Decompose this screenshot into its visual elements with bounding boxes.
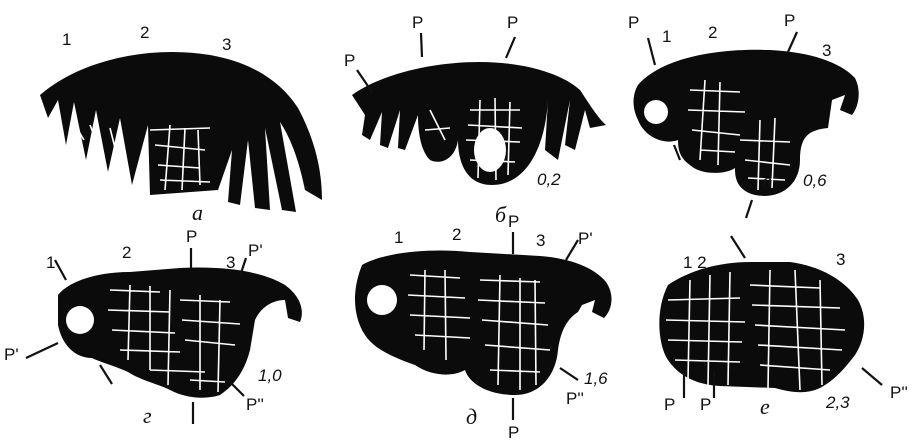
panel-e-label-5: P'' [890, 383, 908, 402]
panel-b: P P P б 0,2 [344, 13, 606, 227]
panel-g-tick-5 [100, 365, 112, 384]
panel-e-value: 2,3 [825, 393, 850, 412]
panel-b-letter: б [495, 202, 507, 227]
panel-d-tick-3 [560, 368, 578, 380]
panel-b-tick-2 [421, 33, 422, 57]
panel-a: 1 2 3 а [40, 23, 322, 225]
panel-v-label-1: P [628, 13, 639, 32]
panel-b-tick-3 [506, 37, 515, 58]
panel-d-value: 1,6 [584, 369, 608, 388]
panel-v-value: 0,6 [803, 171, 827, 190]
panel-v-tick-2 [788, 32, 797, 52]
panel-v-label-4: P [784, 11, 795, 30]
panel-g-label-4: 3 [226, 253, 235, 272]
panel-b-value: 0,2 [537, 170, 561, 189]
panel-d-label-2: 2 [452, 225, 461, 244]
panel-e-tick-1 [731, 236, 745, 258]
panel-g-label-5: P' [248, 241, 263, 260]
panel-d-label-5: P' [578, 229, 593, 248]
panel-e: 1 2 3 P P P'' е 2,3 [659, 236, 908, 419]
panel-b-label-2: P [412, 13, 423, 32]
panel-g-label-6: P' [4, 345, 19, 364]
panel-d-label-4: 3 [536, 231, 545, 250]
panel-g-tick-7 [228, 380, 244, 396]
panel-g-label-2: 2 [122, 243, 131, 262]
panel-d-letter: д [466, 404, 477, 429]
panel-a-letter: а [192, 200, 203, 225]
panel-v-letter: в [762, 168, 772, 193]
panel-v-tick-4 [746, 200, 752, 218]
panel-e-label-2: 3 [836, 250, 845, 269]
panel-g: 1 2 P 3 P' P' P'' г 1,0 [4, 227, 302, 428]
panel-e-label-1: 1 2 [683, 253, 707, 272]
panel-e-label-3: P [664, 395, 675, 414]
panel-g-value: 1,0 [258, 366, 282, 385]
panel-v-label-2: 1 [662, 27, 671, 46]
panel-d: 1 2 P 3 P' P'' P д 1,6 [355, 212, 612, 442]
panel-v: P 1 2 P 3 в 0,6 [628, 11, 859, 218]
panel-a-shape [40, 52, 322, 212]
panel-d-tick-2 [566, 240, 578, 260]
panel-d-label-3: P [508, 212, 519, 231]
panel-v-tick-1 [648, 38, 655, 65]
panel-v-label-5: 3 [822, 41, 831, 60]
panel-d-label-1: 1 [394, 228, 403, 247]
panel-d-label-7: P [508, 423, 519, 442]
panel-g-letter: г [143, 403, 152, 428]
panel-g-label-7: P'' [246, 395, 264, 414]
panel-b-label-1: P [344, 51, 355, 70]
panel-a-label-2: 2 [140, 23, 149, 42]
panel-d-label-6: P'' [566, 389, 584, 408]
panel-d-shape [355, 251, 612, 395]
panel-e-letter: е [760, 394, 770, 419]
panel-v-label-3: 2 [708, 23, 717, 42]
panel-a-label-1: 1 [62, 30, 71, 49]
panel-b-label-3: P [507, 13, 518, 32]
panel-g-label-3: P [186, 227, 197, 246]
panel-g-tick-4 [26, 343, 58, 358]
panel-e-tick-4 [862, 368, 882, 385]
panel-g-label-1: 1 [46, 253, 55, 272]
panel-e-label-4: P [700, 395, 711, 414]
panel-g-tick-1 [55, 260, 66, 280]
panel-a-label-3: 3 [222, 35, 231, 54]
